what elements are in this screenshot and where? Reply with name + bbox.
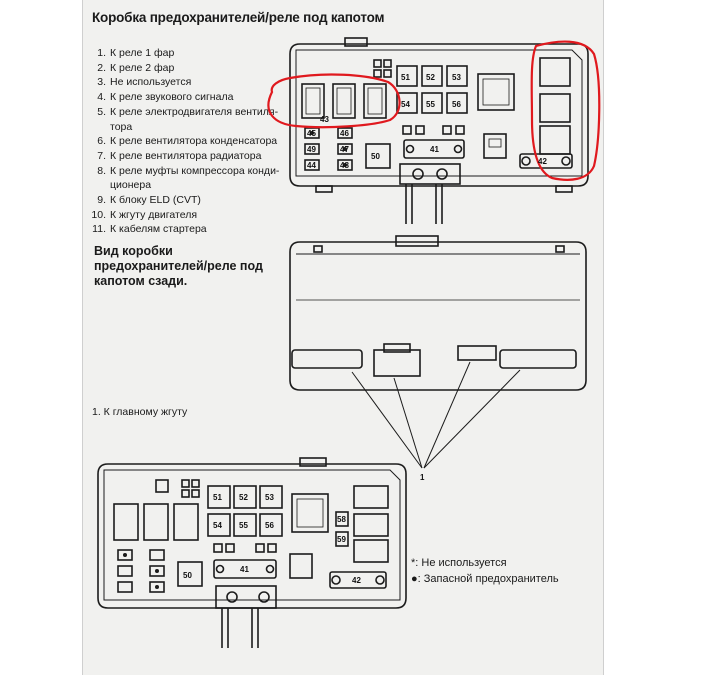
bottom-fuse-label-50: 50 (183, 571, 192, 580)
fuse-label-54: 54 (401, 100, 410, 109)
bottom-fuse-label-59: 59 (337, 535, 346, 544)
bottom-fuse-label-58: 58 (337, 515, 346, 524)
rear-view-box (289, 235, 587, 469)
legend-item: 8.К реле муфты компрессора конди- (97, 164, 280, 177)
legend-item: 1.К реле 1 фар (97, 47, 175, 59)
bottom-fuse-label-53: 53 (265, 493, 274, 502)
bottom-fuse-label-54: 54 (213, 521, 222, 530)
bottom-fuse-label-42: 42 (352, 576, 361, 585)
legend-item: 9.К блоку ELD (CVT) (97, 194, 201, 207)
side-fuse-label-48: 48 (340, 161, 349, 170)
fuse-label-55: 55 (426, 100, 435, 109)
fuse-label-42: 42 (538, 157, 547, 166)
rear-view-note: 1. К главному жгуту (92, 406, 188, 418)
page-title: Коробка предохранителей/реле под капотом (92, 10, 385, 25)
side-fuse-label-49: 49 (307, 145, 316, 154)
legend-item: 10.К жгуту двигателя (91, 208, 198, 221)
side-fuse-label-44: 44 (307, 161, 316, 170)
relay (363, 83, 387, 119)
top-fuse-box (289, 37, 589, 224)
fuse-label-50: 50 (371, 152, 380, 161)
highlight-right-relays (530, 40, 601, 181)
legend-item: 7.К реле вентилятора радиатора (97, 149, 262, 162)
key-unused: *: Не используется (411, 557, 507, 569)
legend-item: тора (110, 120, 133, 133)
highlight-left-relays (267, 73, 401, 129)
key-spare: ●: Запасной предохранитель (411, 573, 559, 585)
legend-list: 1.К реле 1 фар 2.К реле 2 фар 3.Не испол… (86, 46, 286, 237)
spare-fuse-marks (123, 131, 347, 589)
callout-number: 1 (420, 473, 425, 482)
side-fuse-label-43: 43 (320, 115, 329, 124)
fuse-label-41: 41 (430, 145, 439, 154)
legend-item: 2.К реле 2 фар (97, 61, 175, 74)
bottom-fuse-label-56: 56 (265, 521, 274, 530)
bottom-fuse-label-55: 55 (239, 521, 248, 530)
legend-item: 6.К реле вентилятора конденсатора (97, 135, 278, 148)
legend-item: 3.Не используется (97, 76, 192, 89)
bottom-fuse-label-51: 51 (213, 493, 222, 502)
fuse-label-53: 53 (452, 73, 461, 82)
side-fuse-label-45: 45 (307, 129, 316, 138)
bottom-fuse-label-52: 52 (239, 493, 248, 502)
relay (301, 83, 325, 119)
legend-item: 4.К реле звукового сигнала (97, 91, 234, 104)
side-fuse-label-46: 46 (340, 129, 349, 138)
scanned-page (82, 0, 604, 675)
rear-view-title: Вид коробки предохранителей/реле под кап… (94, 244, 263, 288)
fuse-label-52: 52 (426, 73, 435, 82)
side-fuse-label-47: 47 (340, 145, 349, 154)
bottom-fuse-label-41: 41 (240, 565, 249, 574)
legend-item: ционера (110, 179, 152, 192)
fuse-label-56: 56 (452, 100, 461, 109)
red-highlights (267, 40, 601, 181)
legend-item: 5.К реле электродвигателя вентиля- (97, 105, 279, 118)
relay (332, 83, 356, 119)
legend-item: 11.К кабелям стартера (92, 223, 207, 236)
symbol-key: *: Не используется ●: Запасной предохран… (411, 555, 559, 587)
fuse-number-labels: 51 52 53 54 55 56 42 41 50 45 46 47 48 4… (183, 73, 547, 585)
fuse-label-51: 51 (401, 73, 410, 82)
bottom-fuse-box (97, 457, 407, 648)
